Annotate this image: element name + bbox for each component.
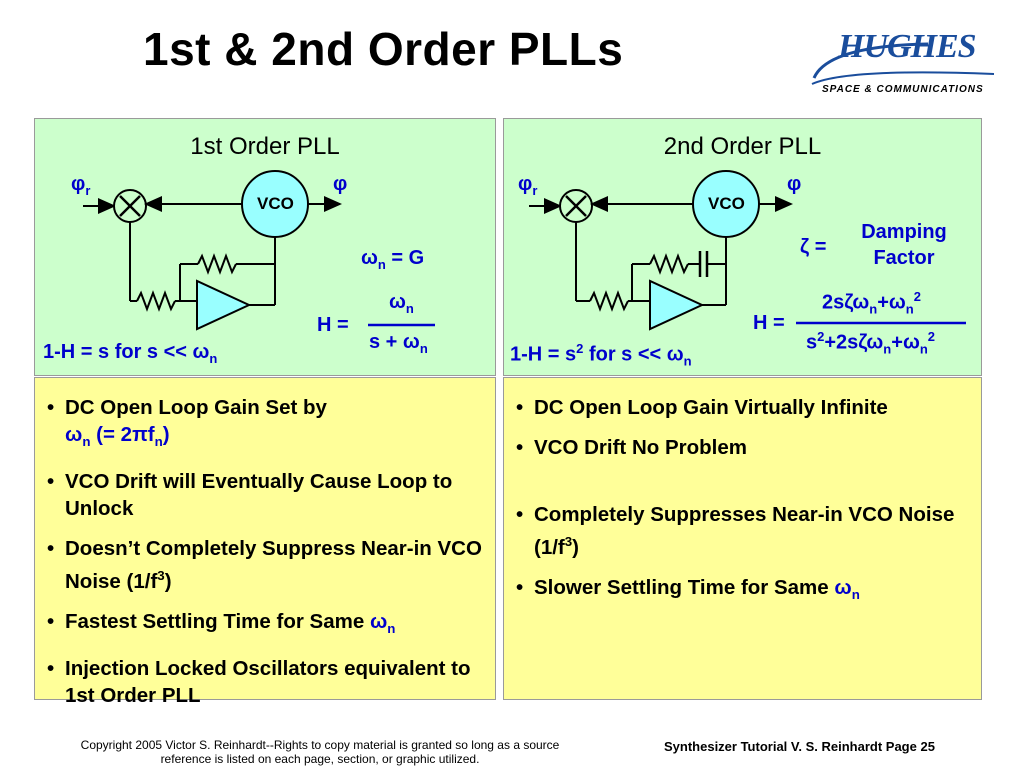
second-order-title: 2nd Order PLL: [663, 133, 822, 160]
feedback-resistor-icon: [197, 253, 237, 275]
h-numerator: 2sζωn+ωn2: [822, 289, 921, 317]
list-item: DC Open Loop Gain Virtually Infinite: [514, 394, 975, 421]
h-label: H =: [317, 314, 349, 336]
second-order-bullets-panel: DC Open Loop Gain Virtually Infinite VCO…: [503, 377, 982, 700]
list-item: Injection Locked Oscillators equivalent …: [45, 655, 489, 709]
h-numerator: ωn: [389, 291, 414, 316]
one-minus-h-equation: 1-H = s for s << ωn: [43, 341, 218, 366]
list-item: VCO Drift No Problem: [514, 434, 975, 461]
input-resistor-icon: [136, 290, 176, 312]
h-label: H =: [753, 312, 785, 334]
input-phase-label: φr: [71, 173, 91, 198]
list-item: Doesn’t Completely Suppress Near-in VCO …: [45, 535, 489, 595]
vco-label: VCO: [708, 194, 745, 213]
page-label: Synthesizer Tutorial V. S. Reinhardt Pag…: [664, 739, 935, 754]
zeta-label: ζ =: [800, 236, 827, 258]
copyright-notice: Copyright 2005 Victor S. Reinhardt--Righ…: [80, 738, 560, 766]
input-resistor-icon: [589, 290, 629, 312]
first-order-loop-diagram: [83, 170, 435, 331]
logo-swoosh-icon: [811, 42, 995, 85]
logo-wordmark: HUGHES: [838, 28, 977, 65]
omega-n-equation: ωn = G: [361, 247, 425, 272]
output-phase-label: φ: [333, 173, 348, 195]
amplifier-icon: [649, 279, 705, 331]
logo-tagline: SPACE & COMMUNICATIONS: [822, 84, 984, 95]
second-order-bullet-list: DC Open Loop Gain Virtually Infinite VCO…: [514, 394, 975, 621]
feedback-resistor-icon: [649, 253, 689, 275]
slide-title: 1st & 2nd Order PLLs: [143, 23, 624, 75]
first-order-title: 1st Order PLL: [190, 133, 340, 160]
second-order-loop-diagram: [529, 170, 966, 331]
list-item: Completely Suppresses Near-in VCO Noise …: [514, 501, 975, 561]
amplifier-icon: [196, 279, 252, 331]
list-item: Fastest Settling Time for Same ωn: [45, 608, 489, 642]
input-phase-label: φr: [518, 173, 538, 198]
vco-label: VCO: [257, 194, 294, 213]
h-denominator: s2+2sζωn+ωn2: [806, 329, 936, 357]
h-denominator: s + ωn: [369, 331, 428, 356]
one-minus-h-equation: 1-H = s2 for s << ωn: [510, 341, 692, 369]
hughes-logo: HUGHES SPACE & COMMUNICATIONS: [808, 28, 998, 98]
list-item: VCO Drift will Eventually Cause Loop to …: [45, 468, 489, 522]
list-item: Slower Settling Time for Same ωn: [514, 574, 975, 608]
first-order-diagram-panel: 1st Order PLL: [34, 118, 496, 376]
output-phase-label: φ: [787, 173, 802, 195]
